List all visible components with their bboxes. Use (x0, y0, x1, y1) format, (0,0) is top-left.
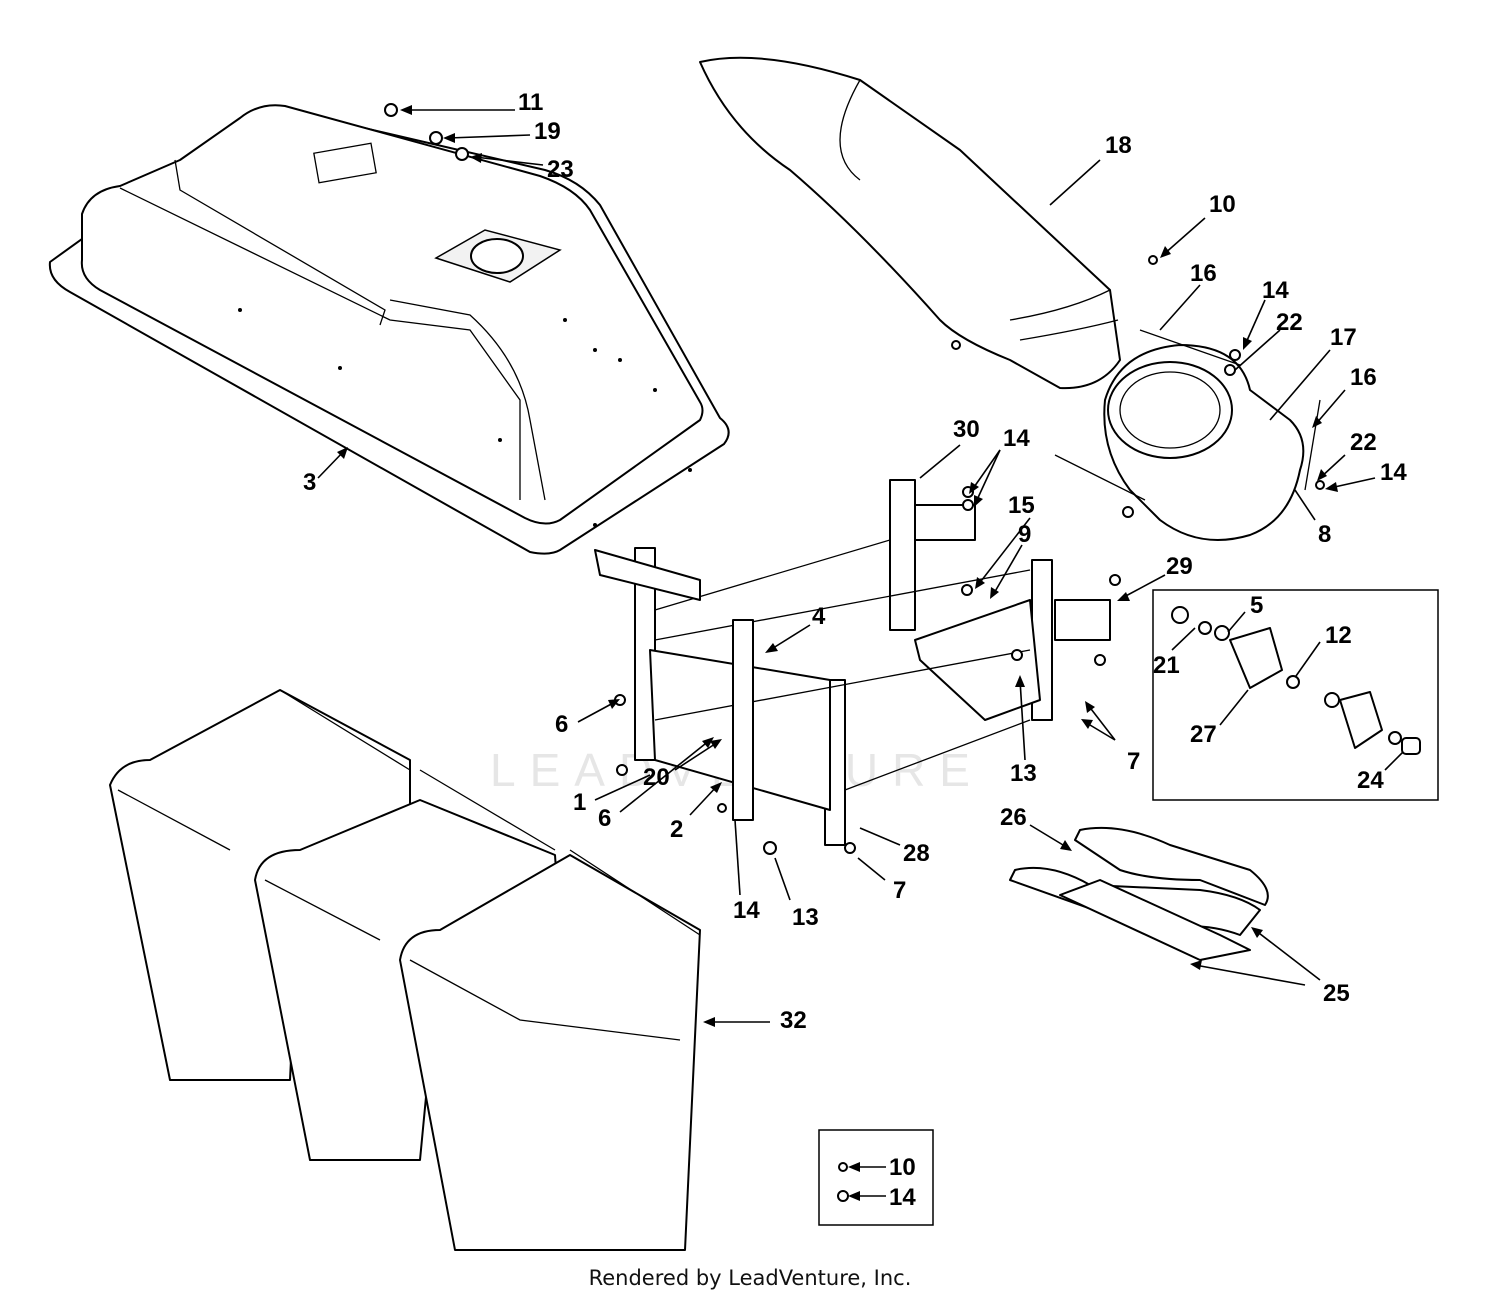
callout-13: 13 (1010, 760, 1037, 787)
callout-30: 30 (953, 416, 980, 443)
callout-14: 14 (1262, 277, 1289, 304)
callout-3: 3 (303, 469, 316, 496)
small-hardware-inset-box (818, 1129, 934, 1226)
callout-1: 1 (573, 789, 586, 816)
callout-22: 22 (1350, 429, 1377, 456)
callout-32: 32 (780, 1007, 807, 1034)
callout-13: 13 (792, 904, 819, 931)
discharge-elbow-part-17 (1054, 329, 1321, 541)
callout-17: 17 (1330, 324, 1357, 351)
callout-14: 14 (889, 1184, 916, 1211)
callout-26: 26 (1000, 804, 1027, 831)
callout-22: 22 (1276, 309, 1303, 336)
callout-5: 5 (1250, 592, 1263, 619)
callout-10: 10 (889, 1154, 916, 1181)
callout-11: 11 (518, 89, 543, 116)
callout-15: 15 (1008, 492, 1035, 519)
callout-14: 14 (1003, 425, 1030, 452)
mount-frame-part-4 (594, 479, 1111, 846)
callout-10: 10 (1209, 191, 1236, 218)
chute-tube-part-18 (699, 56, 1121, 390)
callout-28: 28 (903, 840, 930, 867)
nut-part-14 (837, 1190, 849, 1202)
callout-25: 25 (1323, 980, 1350, 1007)
inset-parts (1171, 606, 1421, 755)
callout-7: 7 (1127, 748, 1140, 775)
leader-lines (317, 105, 1404, 1201)
callout-7: 7 (893, 877, 906, 904)
callout-29: 29 (1166, 553, 1193, 580)
callout-4: 4 (812, 603, 826, 630)
callout-14: 14 (733, 897, 760, 924)
callout-9: 9 (1018, 521, 1031, 548)
callout-27: 27 (1190, 721, 1217, 748)
callout-20: 20 (643, 764, 670, 791)
callout-23: 23 (547, 156, 574, 183)
callout-16: 16 (1190, 260, 1217, 287)
render-credit: Rendered by LeadVenture, Inc. (589, 1266, 912, 1290)
callout-8: 8 (1318, 521, 1331, 548)
callout-21: 21 (1153, 652, 1180, 679)
callout-labels: 11 19 23 3 18 10 16 14 22 17 16 22 14 8 … (303, 89, 1407, 1211)
callout-6: 6 (598, 805, 611, 832)
blades-part-25 (1009, 826, 1269, 961)
callout-12: 12 (1325, 622, 1352, 649)
callout-16: 16 (1350, 364, 1377, 391)
hardware-inset-box (1152, 589, 1439, 801)
hardware-fasteners (384, 103, 1325, 855)
hopper-lid-part-3 (48, 104, 730, 555)
callout-24: 24 (1357, 767, 1384, 794)
callout-6: 6 (555, 711, 568, 738)
callout-19: 19 (534, 118, 561, 145)
collector-bags-part-32 (109, 689, 701, 1251)
screw-part-10 (838, 1162, 848, 1172)
callout-2: 2 (670, 816, 683, 843)
callout-18: 18 (1105, 132, 1132, 159)
callout-14: 14 (1380, 459, 1407, 486)
